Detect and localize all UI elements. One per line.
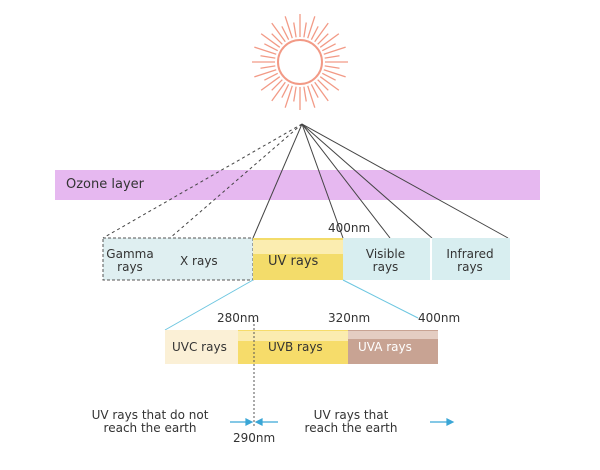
sun-ray bbox=[324, 55, 340, 59]
marker-320: 320nm bbox=[328, 311, 371, 325]
sun-ray bbox=[254, 46, 277, 55]
sun-ray bbox=[303, 86, 307, 102]
sun-ray bbox=[317, 33, 329, 45]
spectrum-visible-segment bbox=[343, 238, 431, 280]
sun-ray bbox=[293, 86, 297, 102]
uv-zoom-lines bbox=[164, 279, 419, 331]
sun-ray bbox=[271, 22, 286, 43]
sun-ray bbox=[260, 65, 276, 69]
uva-rays-label: UVA rays bbox=[358, 340, 412, 354]
no-reach-label: UV rays that do not reach the earth bbox=[80, 409, 220, 435]
sun-ray bbox=[303, 22, 307, 38]
sun-ray bbox=[323, 69, 346, 78]
sun-ray bbox=[284, 85, 293, 108]
sun-ray bbox=[260, 55, 276, 59]
sun-ray bbox=[264, 43, 279, 52]
uv-rays-label: UV rays bbox=[268, 254, 319, 269]
marker-400-uv: 400nm bbox=[418, 311, 461, 325]
marker-400-top: 400nm bbox=[328, 221, 371, 235]
uvc-segment bbox=[165, 330, 238, 364]
sun-ray bbox=[321, 43, 336, 52]
sun-ray bbox=[314, 22, 329, 43]
reach-label: UV rays that reach the earth bbox=[296, 409, 406, 435]
sun-ray bbox=[293, 22, 297, 38]
sun-ray bbox=[321, 72, 336, 81]
no-reach-line1: UV rays that do not bbox=[91, 408, 209, 422]
sun-ray bbox=[271, 33, 283, 45]
reach-line1: UV rays that bbox=[313, 408, 389, 422]
infrared-line1: Infrared bbox=[446, 247, 494, 261]
sun-icon bbox=[252, 14, 348, 110]
sun-ray bbox=[254, 69, 277, 78]
sun-ray bbox=[310, 83, 319, 98]
gamma-line2: rays bbox=[117, 260, 143, 274]
spectrum-infrared-segment bbox=[431, 238, 510, 280]
sun-ray bbox=[307, 85, 316, 108]
sun-ray bbox=[310, 26, 319, 41]
spectrum-uv-highlight bbox=[253, 240, 343, 254]
sun-ray bbox=[319, 33, 340, 48]
uvb-rays-label: UVB rays bbox=[268, 340, 323, 354]
visible-rays-label: Visible rays bbox=[358, 248, 413, 274]
sun-ray bbox=[271, 81, 286, 102]
sun-ray bbox=[314, 81, 329, 102]
sun-ray bbox=[323, 46, 346, 55]
sun-ray bbox=[264, 72, 279, 81]
ozone-layer-label: Ozone layer bbox=[66, 177, 144, 192]
infrared-rays-label: Infrared rays bbox=[440, 248, 500, 274]
visible-line2: rays bbox=[372, 260, 399, 274]
sun-ray bbox=[260, 33, 281, 48]
sun-ray bbox=[284, 16, 293, 39]
xrays-label: X rays bbox=[180, 254, 218, 268]
gamma-rays-label: Gamma rays bbox=[106, 248, 154, 274]
uva-highlight bbox=[348, 331, 438, 339]
bottom-arrows bbox=[230, 418, 455, 426]
spectrum-top-bar bbox=[102, 237, 510, 281]
sun-ray bbox=[319, 76, 340, 91]
sun-ray bbox=[317, 79, 329, 91]
sun-ray bbox=[307, 16, 316, 39]
sun-ray bbox=[271, 79, 283, 91]
marker-280: 280nm bbox=[217, 311, 260, 325]
ozone-layer-band bbox=[55, 170, 540, 200]
uvb-highlight bbox=[238, 331, 348, 341]
visible-line1: Visible bbox=[365, 247, 406, 261]
sun-ray bbox=[281, 83, 290, 98]
reach-line2: reach the earth bbox=[304, 421, 398, 435]
marker-290: 290nm bbox=[233, 431, 276, 445]
gamma-line1: Gamma bbox=[106, 247, 154, 261]
sun-ray bbox=[324, 65, 340, 69]
infrared-line2: rays bbox=[457, 260, 483, 274]
sun-ray bbox=[260, 76, 281, 91]
sun-rays-lines bbox=[102, 123, 509, 239]
no-reach-line2: reach the earth bbox=[103, 421, 197, 435]
sun-ray bbox=[281, 26, 290, 41]
spectrum-uv-bar bbox=[165, 330, 438, 364]
uvc-rays-label: UVC rays bbox=[172, 340, 227, 354]
